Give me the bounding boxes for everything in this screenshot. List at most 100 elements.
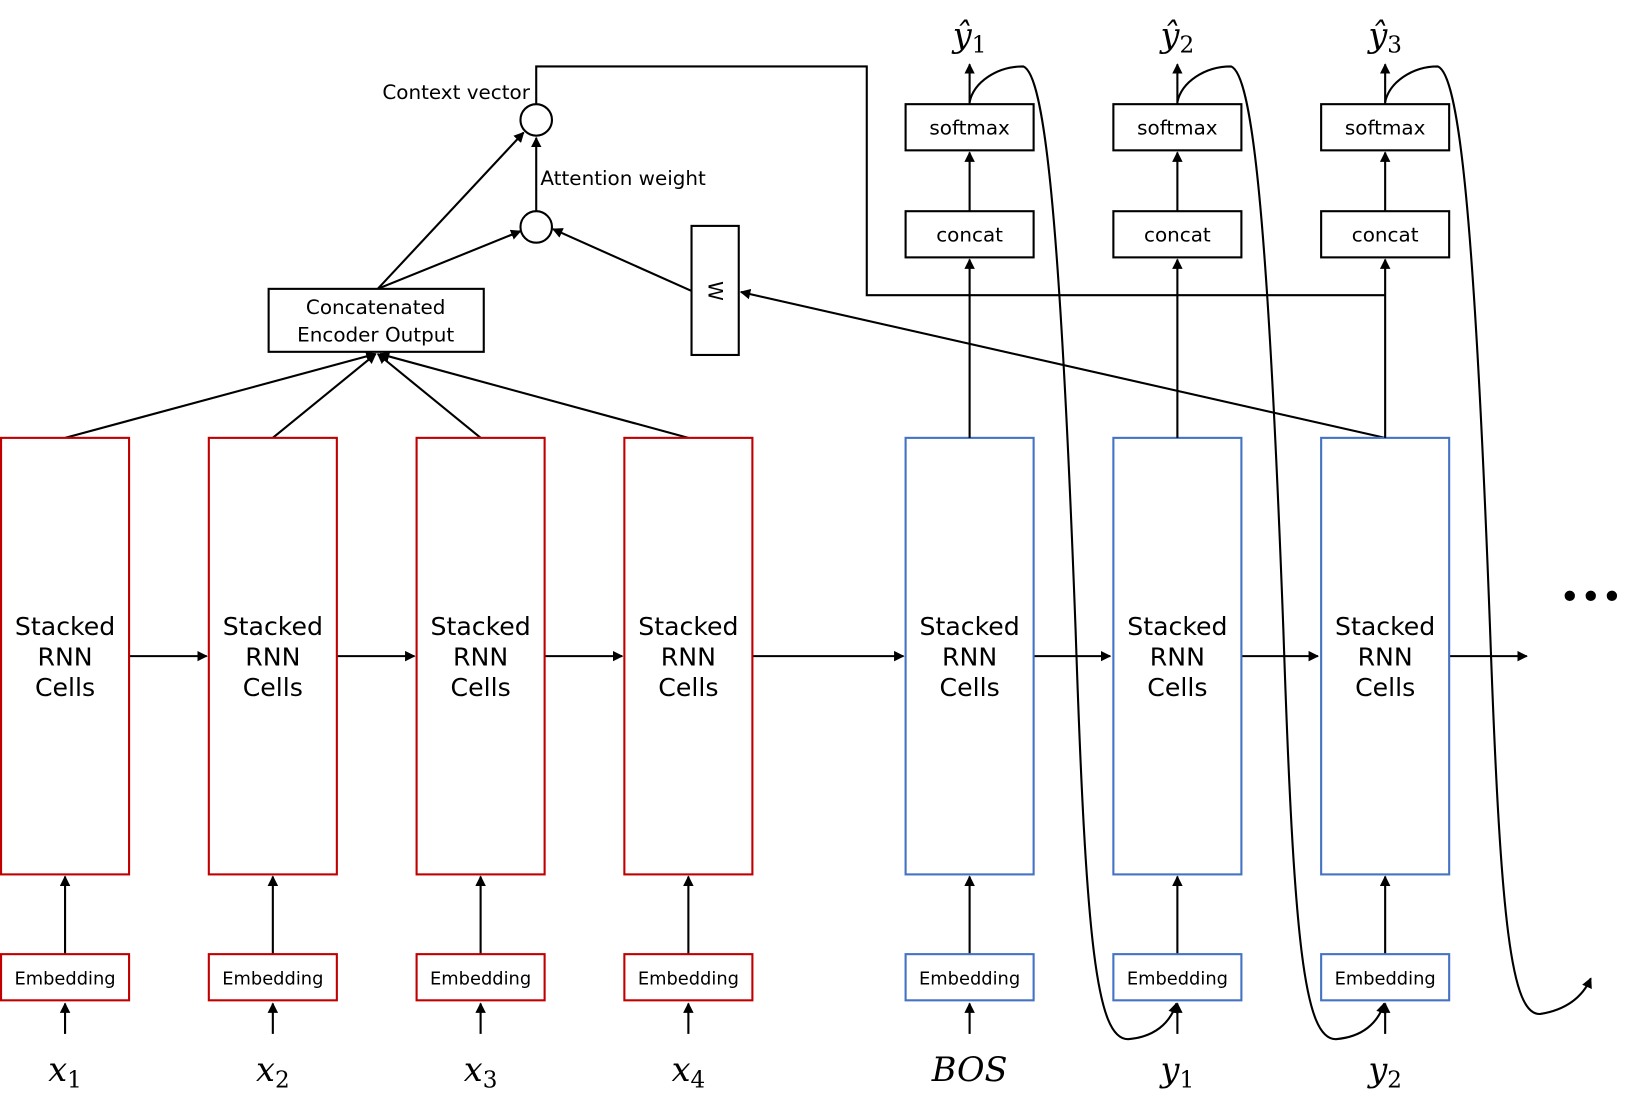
input-token-base: x (464, 1050, 483, 1089)
softmax-label: softmax (929, 117, 1010, 140)
output-token-subscript: 3 (1387, 33, 1402, 59)
context-line (535, 65, 1386, 297)
input-token-base: y (1366, 1050, 1388, 1089)
arrow-enc2-to-concat (272, 353, 377, 439)
context-vector-label: Context vector (382, 81, 530, 104)
connections (64, 65, 1592, 1041)
concat-box (904, 210, 1035, 259)
softmax-box (1320, 103, 1451, 152)
input-token-label: y2 (1366, 1050, 1402, 1093)
cell-label: Stacked (638, 612, 738, 641)
embedding-label: Embedding (222, 969, 323, 990)
input-token-subscript: 1 (67, 1067, 82, 1093)
cell-label: Cells (1355, 673, 1415, 702)
output-token-base: ŷ (1366, 15, 1388, 54)
cell-label: Stacked (919, 612, 1019, 641)
stacked-rnn-cell-box (415, 436, 546, 876)
output-token-label: ŷ3 (1366, 15, 1402, 58)
output-token-subscript: 2 (1180, 33, 1195, 59)
cell-label: Stacked (223, 612, 323, 641)
output-token-label: ŷ1 (951, 15, 987, 58)
w-label: W (703, 281, 726, 301)
cell-label: Cells (940, 673, 1000, 702)
input-token-base: x (672, 1050, 691, 1089)
output-token-subscript: 1 (972, 33, 987, 59)
concat-box (1112, 210, 1243, 259)
embedding-label: Embedding (1127, 969, 1228, 990)
stacked-rnn-cell-box (904, 436, 1035, 876)
concatenated-encoder-output-box (267, 287, 485, 353)
attention-weight-label: Attention weight (540, 167, 706, 190)
concat-label: concat (1144, 224, 1211, 247)
output-token-base: ŷ (951, 15, 973, 54)
decoder-column: StackedRNNCellsEmbeddingBOSconcatsoftmax… (904, 15, 1035, 1089)
concat-box (1320, 210, 1451, 259)
columns: StackedRNNCellsEmbeddingx1StackedRNNCell… (0, 15, 1451, 1093)
embedding-box (1320, 953, 1451, 1002)
softmax-label: softmax (1137, 117, 1218, 140)
embedding-box (415, 953, 546, 1002)
arrow-concat-to-attention (377, 229, 522, 290)
cell-label: Stacked (15, 612, 115, 641)
embedding-label: Embedding (919, 969, 1020, 990)
input-token-subscript: 3 (483, 1067, 498, 1093)
feedback-curve-2 (1176, 65, 1387, 1041)
output-token-base: ŷ (1159, 15, 1181, 54)
embedding-box (207, 953, 338, 1002)
softmax-box (904, 103, 1035, 152)
context-vector-node (519, 103, 554, 137)
cell-label: Stacked (1335, 612, 1435, 641)
stacked-rnn-cell-box (623, 436, 754, 876)
feedback-curve-3 (1384, 65, 1592, 1016)
input-token-subscript: 4 (691, 1067, 706, 1093)
concat-label: concat (1352, 224, 1419, 247)
cell-label: RNN (245, 643, 300, 672)
cell-label: Cells (35, 673, 95, 702)
embedding-box (623, 953, 754, 1002)
arrow-enc1-to-concat (64, 351, 377, 439)
cell-label: RNN (1150, 643, 1205, 672)
cell-label: Stacked (430, 612, 530, 641)
input-token-base: x (48, 1050, 67, 1089)
arrow-enc4-to-concat (378, 351, 689, 439)
embedding-label: Embedding (1335, 969, 1436, 990)
softmax-label: softmax (1345, 117, 1426, 140)
cell-label: RNN (453, 643, 508, 672)
concat-label: concat (936, 224, 1003, 247)
input-token-label: x4 (672, 1050, 706, 1093)
input-token-base: x (256, 1050, 275, 1089)
cell-label: RNN (37, 643, 92, 672)
input-token-label: x1 (48, 1050, 82, 1093)
cell-label: RNN (942, 643, 997, 672)
output-token-label: ŷ2 (1159, 15, 1195, 58)
input-token-subscript: 1 (1180, 1067, 1195, 1093)
arrow-concat-to-context (377, 131, 525, 290)
feedback-curve-1 (968, 65, 1179, 1041)
input-token-label: y1 (1159, 1050, 1195, 1093)
arrow-w-to-attention (552, 228, 692, 292)
w-matrix-box (690, 224, 740, 357)
embedding-box (0, 953, 131, 1002)
decoder-column: StackedRNNCellsEmbeddingy2concatsoftmaxŷ… (1320, 15, 1451, 1093)
cell-label: Cells (1147, 673, 1207, 702)
concat-encoder-line1: Concatenated (306, 296, 446, 319)
attention-weight-node (519, 210, 554, 244)
input-token-label: x2 (256, 1050, 290, 1093)
cell-label: Cells (451, 673, 511, 702)
input-token-base: y (1159, 1050, 1181, 1089)
stacked-rnn-cell-box (0, 436, 131, 876)
embedding-label: Embedding (14, 969, 115, 990)
input-token-label: x3 (464, 1050, 498, 1093)
embedding-label: Embedding (430, 969, 531, 990)
input-token-subscript: 2 (1387, 1067, 1402, 1093)
arrow-enc3-to-concat (376, 353, 482, 439)
cell-label: Cells (243, 673, 303, 702)
cell-label: Cells (658, 673, 718, 702)
input-token-subscript: 2 (275, 1067, 290, 1093)
ellipsis: ••• (1559, 577, 1622, 618)
stacked-rnn-cell-box (207, 436, 338, 876)
cell-label: Stacked (1127, 612, 1227, 641)
